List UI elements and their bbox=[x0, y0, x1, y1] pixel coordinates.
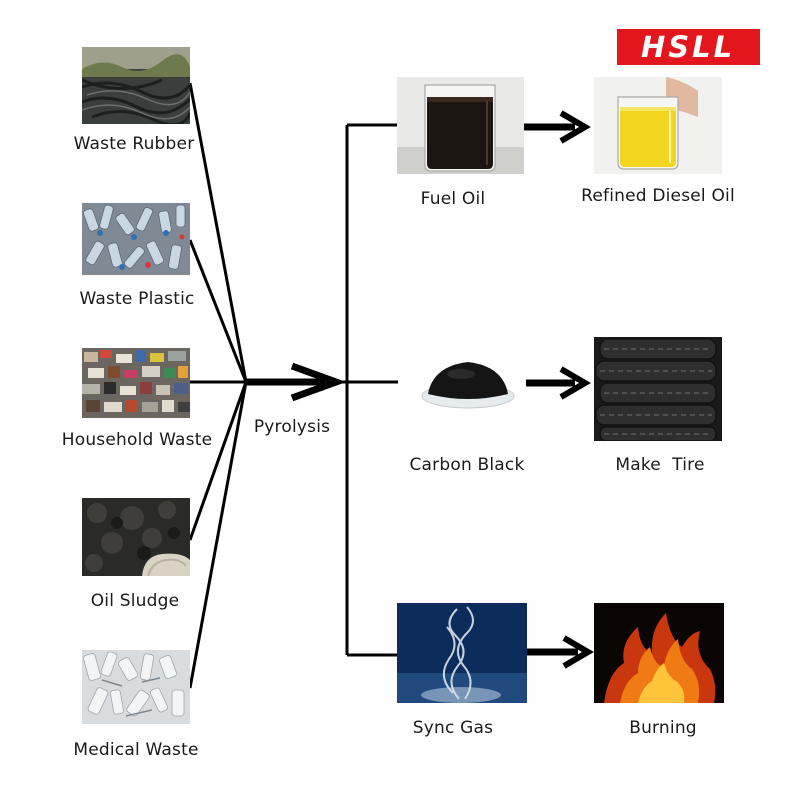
refined-diesel-image bbox=[594, 77, 722, 174]
sync-gas-image bbox=[397, 603, 527, 703]
connector-waste-plastic bbox=[188, 239, 248, 383]
fuel-oil-image bbox=[397, 77, 524, 174]
pyrolysis-arrow bbox=[246, 362, 347, 402]
connector-waste-rubber bbox=[188, 82, 248, 383]
arrow-carbon-black bbox=[524, 366, 591, 400]
waste-rubber-image bbox=[82, 47, 190, 124]
tire-stack-image bbox=[594, 337, 722, 441]
use-label-burning: Burning bbox=[629, 718, 697, 738]
brand-logo: HSLL bbox=[617, 29, 760, 65]
waste-plastic-image bbox=[82, 203, 190, 275]
input-label-medical-waste: Medical Waste bbox=[73, 740, 199, 760]
input-label-waste-rubber: Waste Rubber bbox=[73, 134, 195, 154]
input-label-oil-sludge: Oil Sludge bbox=[90, 591, 180, 611]
medical-waste-image bbox=[82, 650, 190, 724]
use-label-refined-diesel: Refined Diesel Oil bbox=[581, 186, 735, 206]
arrow-sync-gas bbox=[527, 635, 594, 669]
product-label-fuel-oil: Fuel Oil bbox=[420, 189, 486, 209]
arrow-fuel-oil bbox=[524, 110, 591, 144]
burning-image bbox=[594, 603, 724, 703]
use-label-make-tire: Make Tire bbox=[615, 455, 705, 475]
connector-medical-waste bbox=[188, 381, 248, 689]
input-label-household-waste: Household Waste bbox=[61, 430, 213, 450]
svg-text:HSLL: HSLL bbox=[641, 30, 735, 64]
output-bracket bbox=[336, 123, 398, 657]
oil-sludge-image bbox=[82, 498, 190, 576]
process-label-pyrolysis: Pyrolysis bbox=[253, 417, 331, 437]
product-label-carbon-black: Carbon Black bbox=[409, 455, 525, 475]
household-waste-image bbox=[82, 348, 190, 418]
product-label-sync-gas: Sync Gas bbox=[412, 718, 494, 738]
connector-oil-sludge bbox=[188, 381, 248, 541]
input-label-waste-plastic: Waste Plastic bbox=[79, 289, 195, 309]
carbon-black-image bbox=[411, 352, 526, 414]
